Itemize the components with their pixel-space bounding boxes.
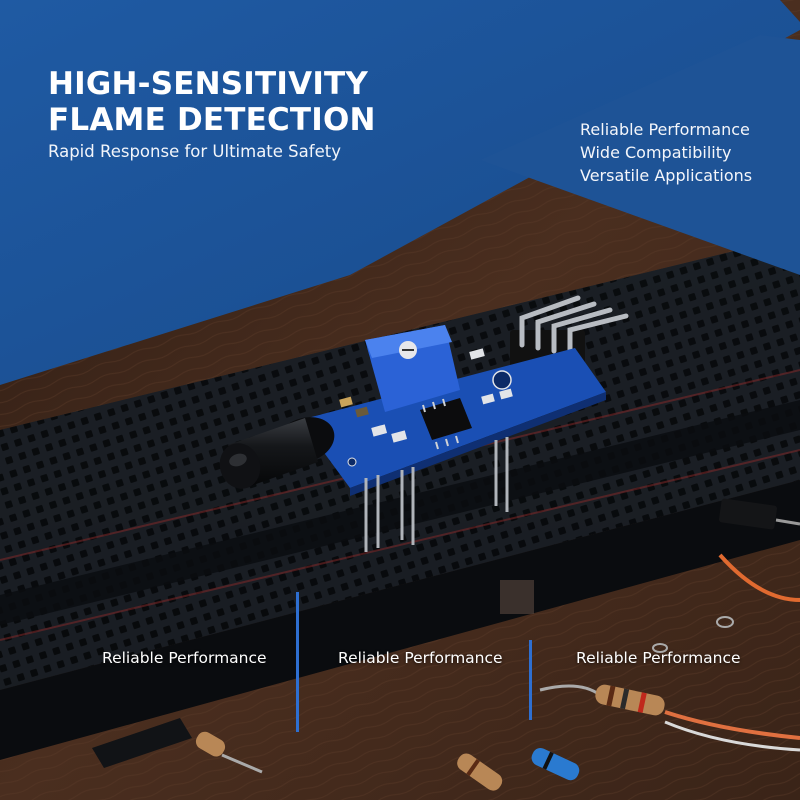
- bottom-label: Reliable Performance: [576, 649, 741, 667]
- headline-line-1: HIGH-SENSITIVITY: [48, 66, 369, 102]
- divider: [296, 592, 299, 732]
- divider: [529, 640, 532, 720]
- feature-list: Reliable Performance Wide Compatibility …: [580, 118, 752, 187]
- feature-item: Reliable Performance: [580, 120, 750, 139]
- feature-item: Wide Compatibility: [580, 143, 732, 162]
- feature-item: Versatile Applications: [580, 166, 753, 185]
- bottom-label: Reliable Performance: [338, 649, 503, 667]
- headline-line-2: FLAME DETECTION: [48, 102, 376, 138]
- headline: HIGH-SENSITIVITY FLAME DETECTION: [48, 66, 376, 138]
- tagline: Rapid Response for Ultimate Safety: [48, 142, 341, 161]
- bottom-label: Reliable Performance: [102, 649, 267, 667]
